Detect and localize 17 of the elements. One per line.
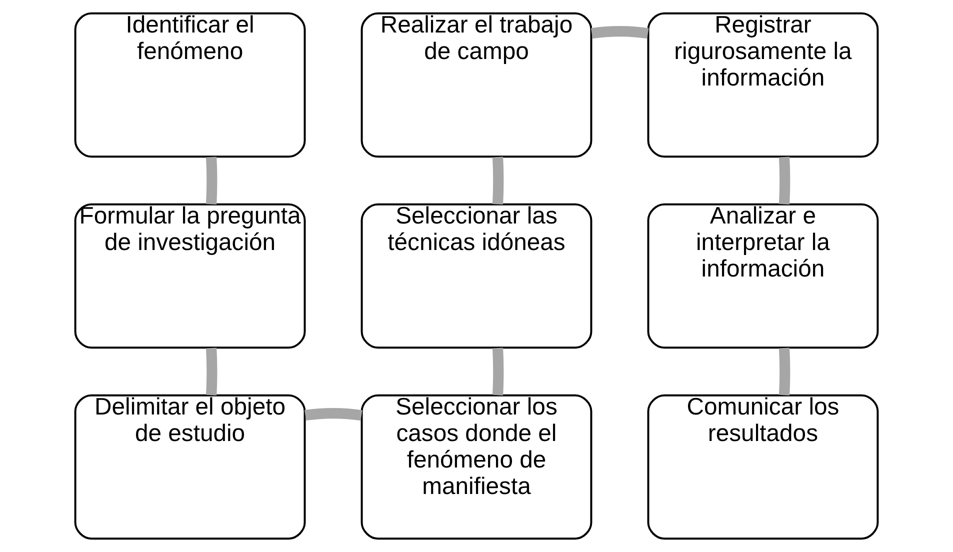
connector xyxy=(206,156,218,204)
node-box: Identificar el fenómeno xyxy=(74,12,306,158)
connector xyxy=(304,408,362,421)
node-box: Delimitar el objeto de estudio xyxy=(74,394,306,540)
node-box: Seleccionar las técnicas idóneas xyxy=(360,203,592,349)
connector xyxy=(778,156,790,204)
connector xyxy=(492,348,504,396)
node-box: Seleccionar los casos donde el fenómeno de manifiesta xyxy=(360,394,592,540)
node-box: Realizar el trabajo de campo xyxy=(360,12,592,158)
node-box: Analizar e interpretar la información xyxy=(647,203,879,349)
connector xyxy=(591,26,649,39)
node-box: Formular la pregunta de investigación xyxy=(74,203,306,349)
connector xyxy=(778,348,790,396)
connector xyxy=(492,156,504,204)
node-box: Comunicar los resultados xyxy=(647,394,879,540)
connector xyxy=(206,348,218,396)
node-box: Registrar rigurosamente la información xyxy=(647,12,879,158)
